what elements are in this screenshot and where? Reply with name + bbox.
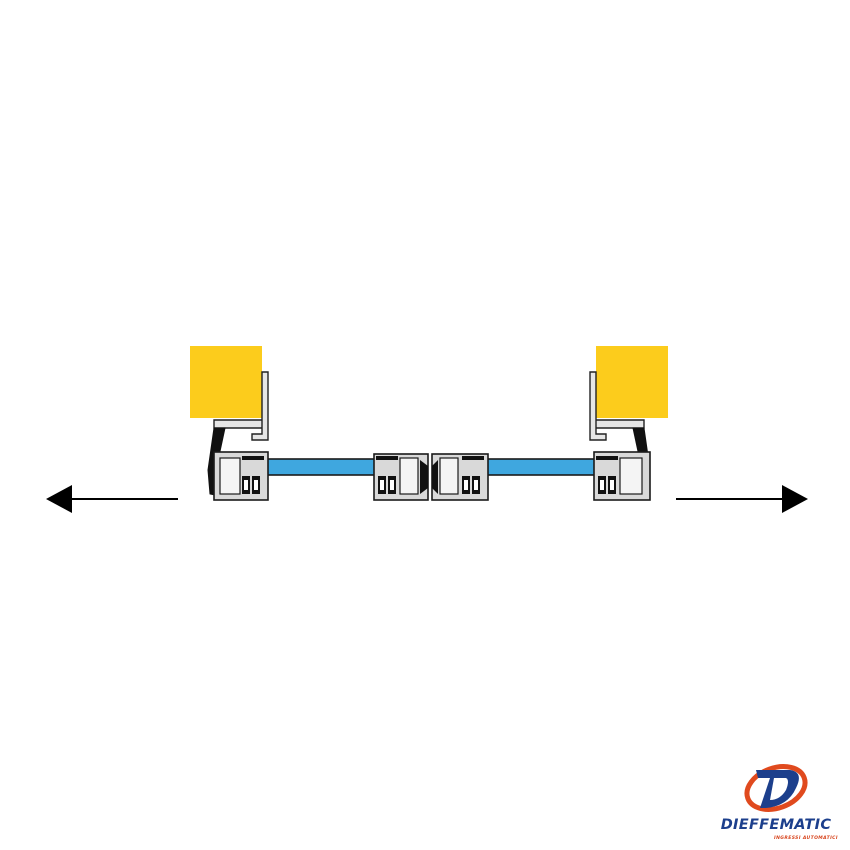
frame-profile-right-meeting (431, 453, 489, 501)
brand-tagline: INGRESSI AUTOMATICI (774, 836, 838, 841)
logo-mark (744, 764, 808, 812)
right-wall-block (596, 346, 668, 418)
frame-profile-left-meeting (373, 453, 429, 501)
left-wall (190, 346, 269, 497)
frame-profile-right-outer (593, 451, 651, 501)
left-wall-bracket (213, 371, 269, 441)
frame-profile-left-outer (213, 451, 269, 501)
arrow-right (676, 485, 808, 513)
glass-panel-right (471, 458, 603, 476)
left-wall-block (190, 346, 262, 418)
brand-name: DIEFFEMATIC (720, 817, 832, 833)
right-wall-bracket (589, 371, 645, 441)
arrow-left (46, 485, 178, 513)
brand-logo: DIEFFEMATIC INGRESSI AUTOMATICI (708, 762, 844, 842)
